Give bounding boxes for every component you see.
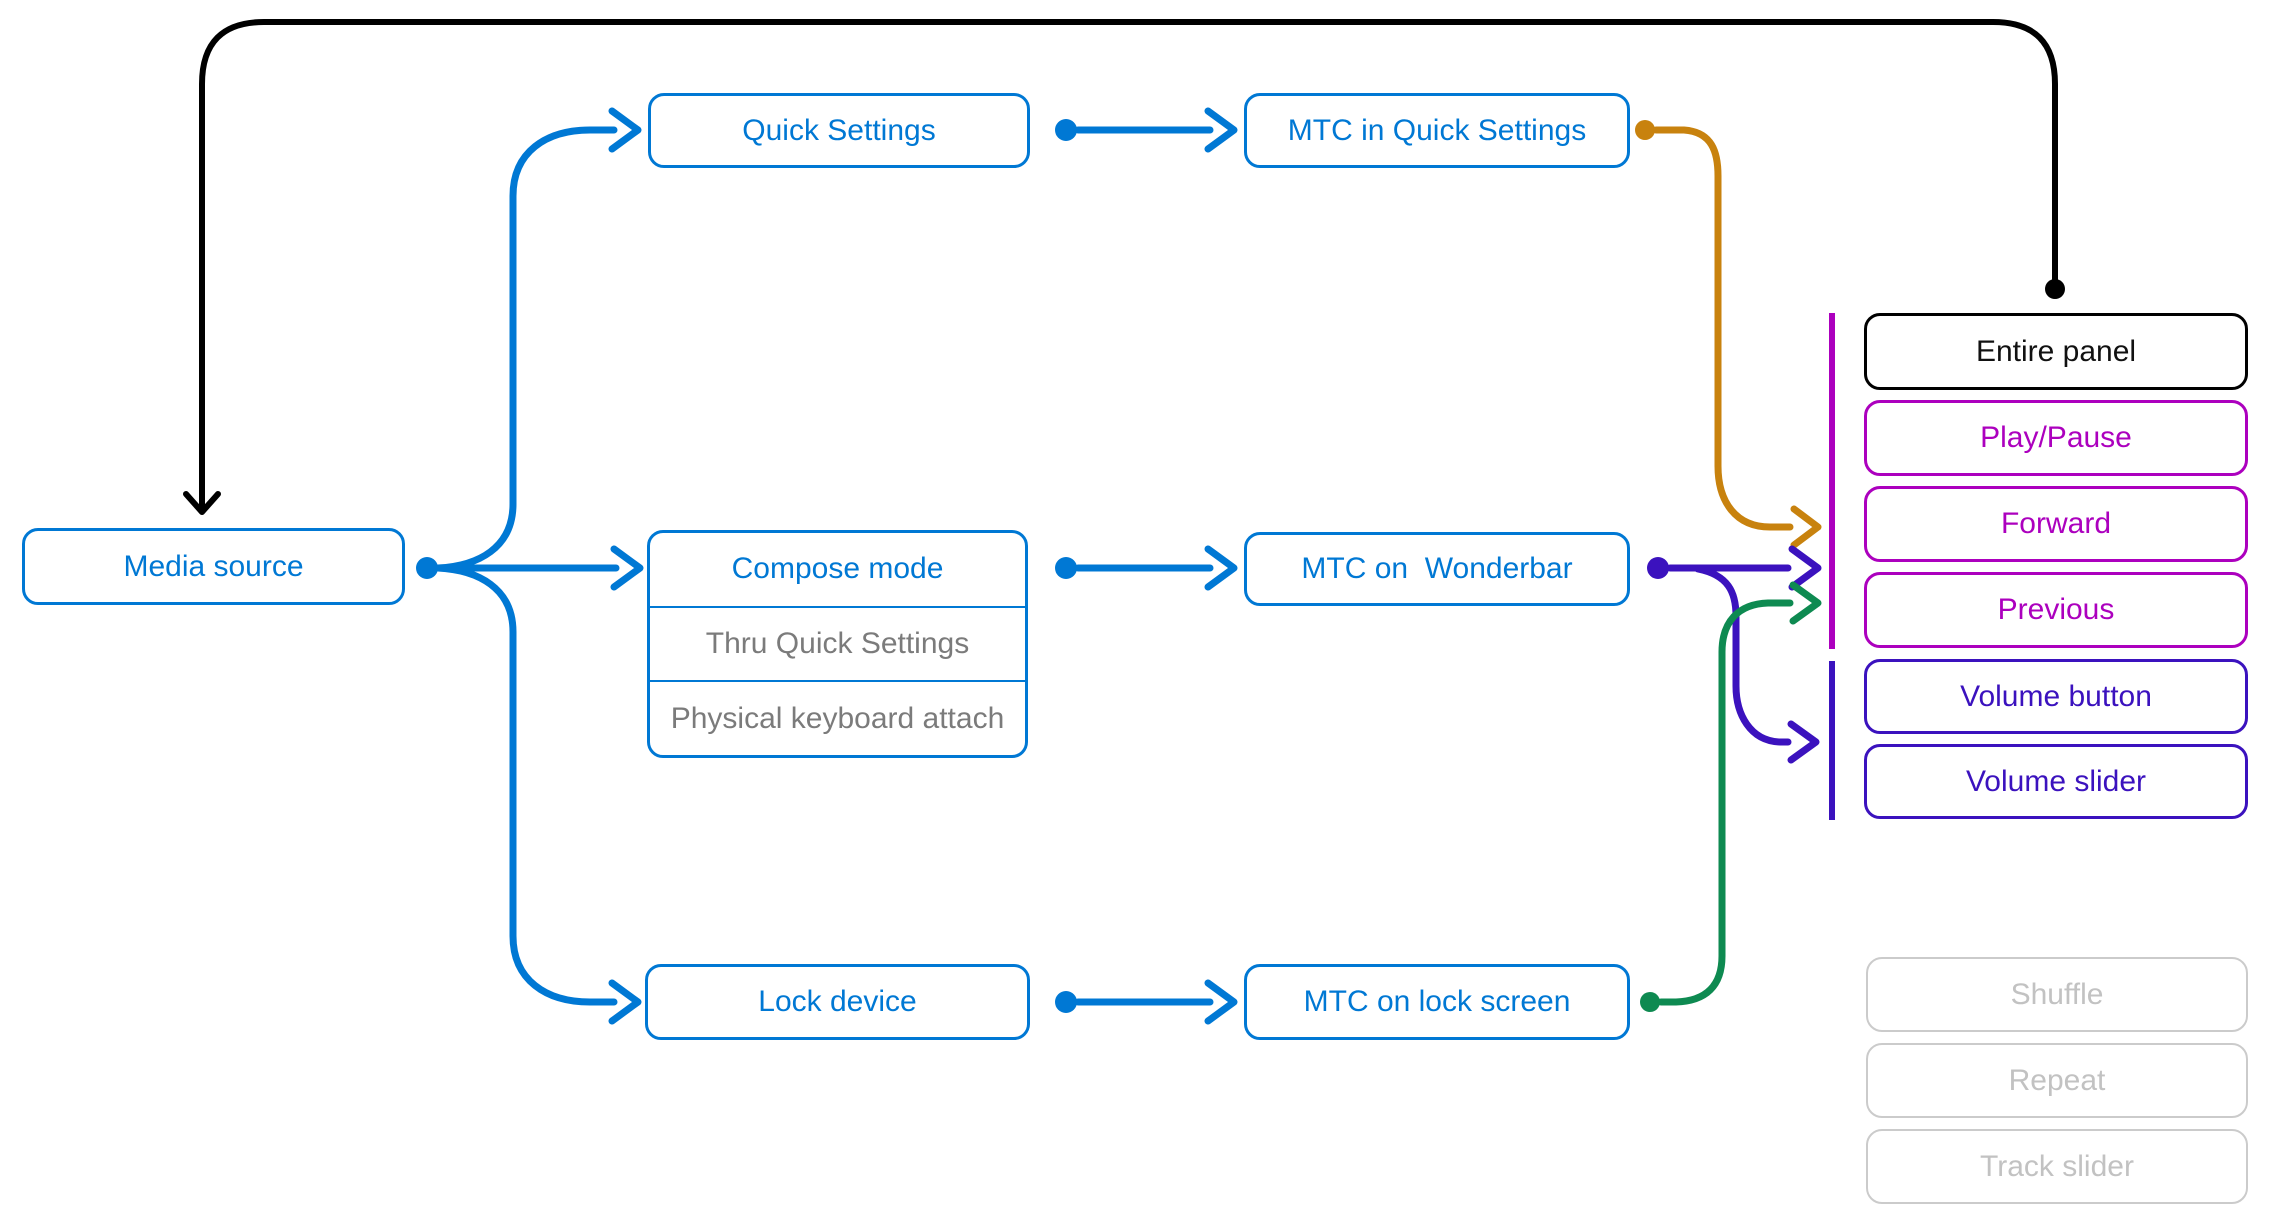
loop-entire-panel-to-media-source: [183, 19, 2065, 515]
panel-item-label: Play/Pause: [1980, 421, 2132, 454]
node-mtc-on-lock-screen: MTC on lock screen: [1244, 964, 1630, 1040]
node-label: MTC on lock screen: [1303, 985, 1571, 1018]
arrowhead-right-icon: [608, 107, 642, 153]
node-label: MTC on Wonderbar: [1301, 552, 1573, 585]
flow-mtc-quick-settings-to-panel: [1635, 120, 1822, 549]
panel-item-volume-slider: Volume slider: [1864, 744, 2248, 819]
arrowhead-right-icon: [610, 545, 644, 591]
panel-item-label: Volume slider: [1965, 764, 2147, 798]
panel-item-label: Forward: [2000, 507, 2112, 540]
compose-mode-sub-row: Thru Quick Settings: [650, 605, 1025, 681]
arrowhead-down-icon: [183, 491, 221, 515]
panel-item-volume-button: Volume button: [1864, 659, 2248, 734]
node-mtc-in-quick-settings: MTC in Quick Settings: [1244, 93, 1630, 168]
node-label: Compose mode: [731, 552, 944, 586]
flow-wonderbar-to-volume: [1694, 565, 1792, 746]
panel-item-label: Volume button: [1960, 679, 2152, 713]
flow-lock-device-to-lock-screen: [1055, 979, 1238, 1025]
node-compose-mode: Compose mode Thru Quick Settings Physica…: [647, 530, 1028, 758]
node-mtc-on-wonderbar: MTC on Wonderbar: [1244, 532, 1630, 606]
connector-dot: [1055, 557, 1077, 579]
node-lock-device: Lock device: [645, 964, 1030, 1040]
panel-item-entire-panel: Entire panel: [1864, 313, 2248, 390]
panel-item-shuffle-disabled: Shuffle: [1866, 957, 2248, 1032]
arrowhead-right-icon: [1790, 505, 1822, 549]
flow-wonderbar-to-panel: [1647, 545, 1822, 764]
sub-row-label: Thru Quick Settings: [705, 627, 970, 660]
panel-item-track-slider-disabled: Track slider: [1866, 1129, 2248, 1204]
panel-item-play-pause: Play/Pause: [1864, 400, 2248, 476]
panel-item-label: Track slider: [1980, 1149, 2134, 1183]
sub-row-label: Physical keyboard attach: [670, 701, 1005, 735]
arrowhead-right-icon: [1787, 720, 1820, 764]
arrowhead-right-icon: [1788, 545, 1822, 591]
node-media-source: Media source: [22, 528, 405, 605]
arrowhead-right-icon: [1789, 581, 1822, 625]
connector-dot: [2045, 279, 2065, 299]
panel-item-label: Shuffle: [2010, 977, 2104, 1011]
connector-dot: [1055, 119, 1077, 141]
connector-dot: [1055, 991, 1077, 1013]
node-label: MTC in Quick Settings: [1287, 113, 1587, 147]
node-label: Lock device: [758, 985, 917, 1018]
node-quick-settings: Quick Settings: [648, 93, 1030, 168]
flow-media-to-lock-device: [434, 564, 618, 1006]
connector-dot: [1635, 120, 1655, 140]
panel-item-label: Entire panel: [1975, 334, 2137, 368]
panel-item-forward: Forward: [1864, 486, 2248, 562]
panel-item-label: Repeat: [2008, 1063, 2106, 1097]
flow-compose-to-wonderbar: [1055, 545, 1238, 591]
compose-mode-sub-row: Physical keyboard attach: [650, 680, 1025, 755]
arrowhead-right-icon: [1204, 545, 1238, 591]
node-label: Media source: [123, 549, 304, 583]
connector-dot: [1640, 992, 1660, 1012]
arrowhead-right-icon: [1204, 979, 1238, 1025]
panel-item-previous: Previous: [1864, 572, 2248, 648]
flow-quick-settings-to-mtc: [1055, 107, 1238, 153]
arrowhead-right-icon: [608, 979, 642, 1025]
fork-media-source: [416, 107, 644, 1025]
flow-lock-screen-to-panel: [1640, 581, 1822, 1012]
node-label: Quick Settings: [742, 113, 936, 147]
arrowhead-right-icon: [1204, 107, 1238, 153]
connector-dot: [1647, 557, 1669, 579]
compose-mode-title-row: Compose mode: [650, 533, 1025, 606]
panel-item-label: Previous: [1997, 593, 2115, 626]
flow-media-to-quick-settings: [434, 126, 618, 572]
connector-dot: [416, 557, 438, 579]
panel-item-repeat-disabled: Repeat: [1866, 1043, 2248, 1118]
